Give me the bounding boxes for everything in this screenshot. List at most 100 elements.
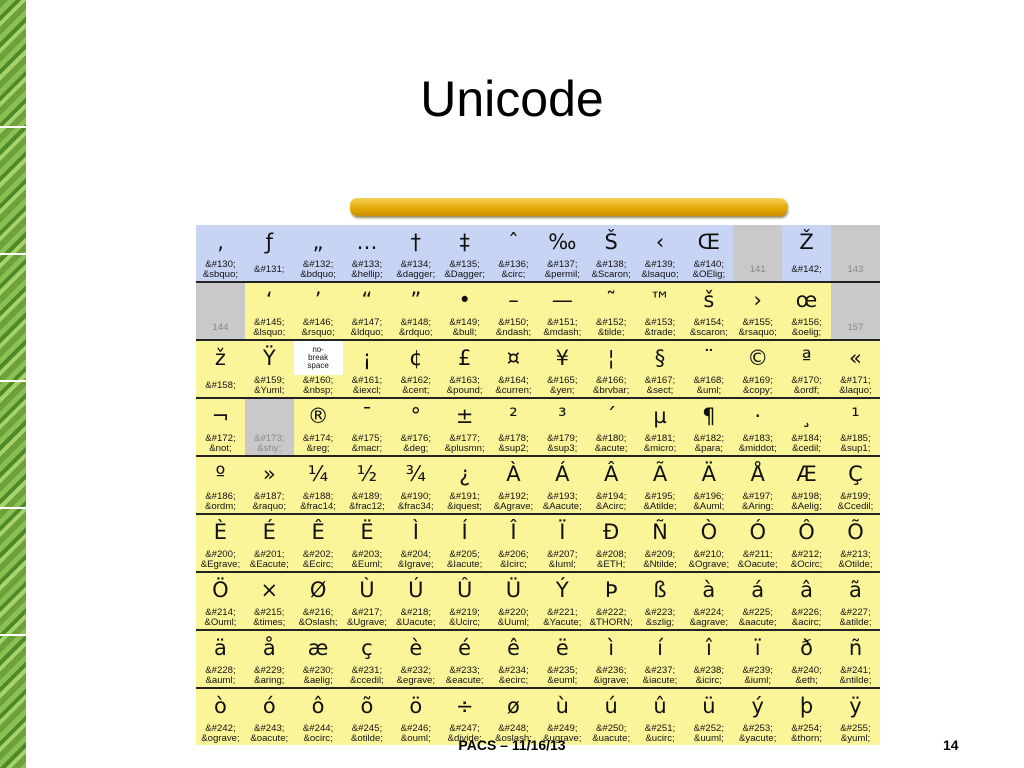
- slide-footer: PACS – 11/16/13: [458, 737, 566, 753]
- entity-code-cell: &#153;&trade;: [635, 317, 685, 339]
- glyph-cell: ´: [586, 399, 636, 433]
- glyph-cell: Ù: [342, 573, 392, 607]
- glyph-cell: …: [342, 225, 392, 259]
- glyph-cell: ¶: [684, 399, 734, 433]
- entity-code-cell: &#133;&hellip;: [342, 259, 392, 281]
- entity-code-cell: &#203;&Euml;: [342, 549, 392, 571]
- entity-code-cell: &#209;&Ntilde;: [635, 549, 685, 571]
- entity-code-cell: &#182;&para;: [684, 433, 734, 455]
- glyph-cell: ÿ: [830, 689, 880, 723]
- entity-code-cell: &#204;&Igrave;: [391, 549, 441, 571]
- glyph-cell: ¥: [537, 341, 587, 375]
- glyph-cell: Ú: [391, 573, 441, 607]
- glyph-cell: œ: [782, 283, 831, 317]
- glyph-cell: ÷: [440, 689, 490, 723]
- glyph-cell: §: [635, 341, 685, 375]
- glyph-cell: ª: [782, 341, 831, 375]
- entity-code-cell: &#179;&sup3;: [537, 433, 587, 455]
- glyph-cell: [830, 283, 880, 317]
- entity-code-cell: &#237;&iacute;: [635, 665, 685, 687]
- glyph-cell: ê: [489, 631, 538, 665]
- entity-code-cell: &#145;&lsquo;: [244, 317, 294, 339]
- glyph-cell: ž: [196, 341, 245, 375]
- glyph-cell: Ÿ: [244, 341, 294, 375]
- entity-code-cell: &#221;&Yacute;: [537, 607, 587, 629]
- entity-code-cell: &#210;&Ograve;: [684, 549, 734, 571]
- entity-code-cell: &#245;&otilde;: [342, 723, 392, 745]
- glyph-cell: ý: [733, 689, 783, 723]
- glyph-cell: Š: [586, 225, 636, 259]
- entity-code-cell: &#247;&divide;: [440, 723, 490, 745]
- glyph-cell: †: [391, 225, 441, 259]
- entity-code-cell: &#213;&Otilde;: [830, 549, 880, 571]
- entity-code-cell: &#229;&aring;: [244, 665, 294, 687]
- glyph-cell: º: [196, 457, 245, 491]
- glyph-cell: Ï: [537, 515, 587, 549]
- glyph-cell: ±: [440, 399, 490, 433]
- entity-code-cell: &#246;&ouml;: [391, 723, 441, 745]
- entity-code-cell: 157: [830, 317, 880, 339]
- glyph-cell: •: [440, 283, 490, 317]
- entity-code-cell: &#223;&szlig;: [635, 607, 685, 629]
- glyph-cell: û: [635, 689, 685, 723]
- entity-code-cell: &#193;&Aacute;: [537, 491, 587, 513]
- glyph-cell: ©: [733, 341, 783, 375]
- entity-code-cell: &#156;&oelig;: [782, 317, 831, 339]
- glyph-cell: ¯: [342, 399, 392, 433]
- entity-code-cell: &#158;: [196, 375, 245, 397]
- glyph-cell: Û: [440, 573, 490, 607]
- glyph-cell: ã: [830, 573, 880, 607]
- entity-code-cell: &#200;&Egrave;: [196, 549, 245, 571]
- glyph-cell: á: [733, 573, 783, 607]
- entity-code-cell: &#183;&middot;: [733, 433, 783, 455]
- glyph-cell: ‡: [440, 225, 490, 259]
- glyph-cell: Ê: [293, 515, 343, 549]
- glyph-cell: ’: [293, 283, 343, 317]
- glyph-cell: Ø: [293, 573, 343, 607]
- entity-code-cell: &#236;&igrave;: [586, 665, 636, 687]
- glyph-cell: ‰: [537, 225, 587, 259]
- entity-code-cell: 143: [830, 259, 880, 281]
- entity-code-cell: &#234;&ecirc;: [489, 665, 538, 687]
- entity-code-cell: &#168;&uml;: [684, 375, 734, 397]
- glyph-cell: ú: [586, 689, 636, 723]
- glyph-cell: ñ: [830, 631, 880, 665]
- glyph-cell: Ç: [830, 457, 880, 491]
- glyph-cell: ¿: [440, 457, 490, 491]
- glyph-cell: ¢: [391, 341, 441, 375]
- glyph-cell: Ñ: [635, 515, 685, 549]
- glyph-cell: À: [489, 457, 538, 491]
- slide-title: Unicode: [420, 71, 604, 127]
- entity-code-cell: &#148;&rdquo;: [391, 317, 441, 339]
- glyph-cell: ¨: [684, 341, 734, 375]
- entity-code-cell: &#196;&Auml;: [684, 491, 734, 513]
- entity-code-cell: &#225;&aacute;: [733, 607, 783, 629]
- glyph-cell: ³: [537, 399, 587, 433]
- glyph-cell: ¹: [830, 399, 880, 433]
- glyph-cell: Ì: [391, 515, 441, 549]
- glyph-cell: è: [391, 631, 441, 665]
- glyph-cell: à: [684, 573, 734, 607]
- entity-code-cell: &#211;&Oacute;: [733, 549, 783, 571]
- entity-code-cell: &#149;&bull;: [440, 317, 490, 339]
- entity-code-cell: &#139;&lsaquo;: [635, 259, 685, 281]
- glyph-cell: ˜: [586, 283, 636, 317]
- entity-code-cell: &#151;&mdash;: [537, 317, 587, 339]
- entity-code-cell: &#191;&iquest;: [440, 491, 490, 513]
- glyph-cell: Ö: [196, 573, 245, 607]
- entity-code-cell: &#135;&Dagger;: [440, 259, 490, 281]
- glyph-cell: ä: [196, 631, 245, 665]
- page-number: 14: [943, 737, 959, 753]
- entity-code-cell: &#250;&uacute;: [586, 723, 636, 745]
- glyph-cell: ß: [635, 573, 685, 607]
- entity-code-cell: &#185;&sup1;: [830, 433, 880, 455]
- glyph-cell: Ó: [733, 515, 783, 549]
- entity-code-cell: &#218;&Uacute;: [391, 607, 441, 629]
- entity-code-cell: &#176;&deg;: [391, 433, 441, 455]
- glyph-cell: Â: [586, 457, 636, 491]
- glyph-cell: –: [489, 283, 538, 317]
- glyph-cell: ö: [391, 689, 441, 723]
- glyph-cell: í: [635, 631, 685, 665]
- glyph-cell: ·: [733, 399, 783, 433]
